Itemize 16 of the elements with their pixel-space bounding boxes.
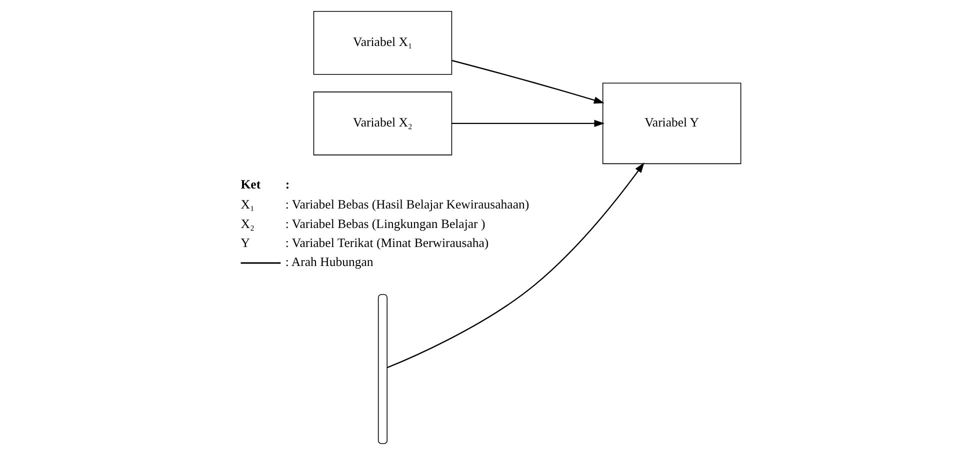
node-box: Variabel X₁ [313,10,452,75]
arrow [387,162,644,368]
node-bracket [378,294,388,444]
arrow [452,120,605,128]
node-box: Variabel Y [602,82,742,164]
label: : Variabel Bebas (Hasil Belajar Kewirausahaan) [285,198,530,212]
label: : [285,178,290,192]
node-box: Variabel X₂ [313,92,452,156]
arrow [452,60,604,104]
label: Ket [240,178,261,192]
label: Y [240,236,250,250]
legend-label: : Arah Hubungan [285,255,374,270]
label: X₁ [240,198,254,212]
label: : Variabel Terikat (Minat Berwirausaha) [285,236,489,250]
label: X₂ [240,216,254,231]
label: : Variabel Bebas (Lingkungan Belajar ) [285,216,486,231]
